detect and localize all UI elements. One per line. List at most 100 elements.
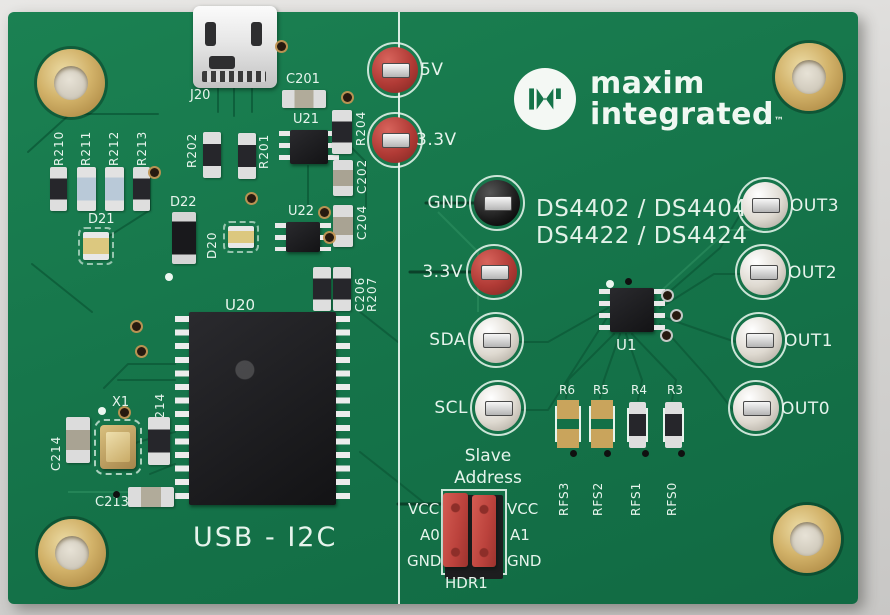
silk-label-rfs1: RFS1 xyxy=(629,481,643,516)
brand-name-line1: maxim xyxy=(590,66,705,101)
capacitor-c213 xyxy=(128,487,174,507)
refdes-c202: C202 xyxy=(355,158,369,194)
via xyxy=(120,408,129,417)
pcb-board: J20 maxim integrated™ DS4402 / DS4404 DS… xyxy=(8,6,858,604)
copper-traces xyxy=(27,71,768,511)
refdes-r3: R3 xyxy=(667,383,683,397)
ic-pins xyxy=(279,130,290,164)
resistor-r207 xyxy=(333,267,351,311)
hdr1-right-a1-label: A1 xyxy=(510,526,530,544)
diode-d22 xyxy=(172,212,196,264)
testpoint-out3-label: OUT3 xyxy=(790,196,840,216)
testpoint-out2 xyxy=(735,244,791,300)
silk-dot xyxy=(165,273,173,281)
refdes-c214: C214 xyxy=(49,435,63,471)
testpoint-out3 xyxy=(737,177,793,233)
resistor-r201 xyxy=(238,133,256,179)
hdr1-left-vcc-label: VCC xyxy=(408,500,440,518)
usb-port-opening xyxy=(209,56,235,69)
ic-marking xyxy=(189,312,336,505)
refdes-hdr1: HDR1 xyxy=(445,574,488,592)
resistor-r4 xyxy=(629,402,646,448)
resistor-r214 xyxy=(148,417,170,465)
testpoint-out0 xyxy=(728,380,784,436)
maxim-m-logo-icon xyxy=(514,68,576,130)
capacitor-c201 xyxy=(282,90,326,108)
led-r211 xyxy=(77,167,96,211)
testpoint-3v3-mid xyxy=(466,244,522,300)
hdr1-jumper-shunt-a1 xyxy=(472,495,496,567)
refdes-r210: R210 xyxy=(52,130,66,166)
testpoint-out1 xyxy=(731,312,787,368)
mounting-hole-bottom-right xyxy=(773,505,841,573)
resistor-r202 xyxy=(203,132,221,178)
unpopulated-pads-r5 xyxy=(591,400,613,448)
refdes-u21: U21 xyxy=(293,112,320,127)
resistor-r213 xyxy=(133,167,150,211)
brand-name-line2: integrated™ xyxy=(590,97,785,132)
ic-pins xyxy=(175,315,189,502)
hole-bore xyxy=(54,66,88,100)
capacitor-c214 xyxy=(66,417,90,463)
unpopulated-pads-r6 xyxy=(557,400,579,448)
brand-logo: maxim integrated™ xyxy=(514,68,785,137)
hdr1-left-a0-label: A0 xyxy=(420,526,440,544)
silk-dot xyxy=(98,407,106,415)
refdes-c213: C213 xyxy=(95,495,129,510)
via xyxy=(678,450,685,457)
section-label-usb-i2c: USB - I2C xyxy=(193,522,338,553)
via xyxy=(132,322,141,331)
refdes-r6: R6 xyxy=(559,383,575,397)
slave-address-line1: Slave xyxy=(464,446,512,466)
hole-bore xyxy=(55,536,89,570)
trademark-symbol: ™ xyxy=(774,116,785,127)
via xyxy=(642,450,649,457)
refdes-d21: D21 xyxy=(88,212,115,227)
testpoint-3v3-top xyxy=(367,112,423,168)
led-d20 xyxy=(223,221,259,253)
refdes-u1: U1 xyxy=(616,336,637,354)
hdr1-left-gnd-label: GND xyxy=(407,552,442,570)
usb-solder-pins xyxy=(202,71,266,82)
via xyxy=(662,331,671,340)
testpoint-3v3-top-label: 3.3V xyxy=(416,130,457,150)
refdes-r202: R202 xyxy=(185,132,199,168)
led-d21 xyxy=(78,227,114,265)
via xyxy=(247,194,256,203)
part-number-line2: DS4422 / DS4424 xyxy=(536,223,748,249)
silk-label-rfs2: RFS2 xyxy=(591,481,605,516)
capacitor-c204 xyxy=(333,205,353,247)
via xyxy=(150,168,159,177)
ic-u21 xyxy=(279,130,339,164)
via xyxy=(277,42,286,51)
refdes-r201: R201 xyxy=(257,133,271,169)
mounting-hole-top-right xyxy=(775,43,843,111)
hdr1-jumper-shunt-a0 xyxy=(443,493,468,567)
ic-pins xyxy=(599,288,610,332)
refdes-u20: U20 xyxy=(225,296,256,314)
testpoint-out2-label: OUT2 xyxy=(788,263,838,283)
ic-pins xyxy=(336,315,350,502)
testpoint-scl xyxy=(470,380,526,436)
testpoint-5v-label: 5V xyxy=(420,60,444,80)
capacitor-c202 xyxy=(333,160,353,196)
mounting-hole-bottom-left xyxy=(38,519,106,587)
refdes-r4: R4 xyxy=(631,383,647,397)
via xyxy=(320,208,329,217)
hdr1-right-vcc-label: VCC xyxy=(507,500,539,518)
led-r212 xyxy=(105,167,124,211)
hdr1-right-gnd-label: GND xyxy=(507,552,542,570)
crystal-x1 xyxy=(94,419,142,475)
via xyxy=(113,491,120,498)
silk-dot xyxy=(606,280,614,288)
via xyxy=(325,233,334,242)
refdes-d22: D22 xyxy=(170,195,197,210)
resistor-c206 xyxy=(313,267,331,311)
testpoint-sda-label: SDA xyxy=(429,330,466,350)
hole-bore xyxy=(792,60,826,94)
resistor-r3 xyxy=(665,402,682,448)
ic-u1 xyxy=(599,288,665,332)
via xyxy=(343,93,352,102)
testpoint-gnd-label: GND xyxy=(427,193,468,213)
